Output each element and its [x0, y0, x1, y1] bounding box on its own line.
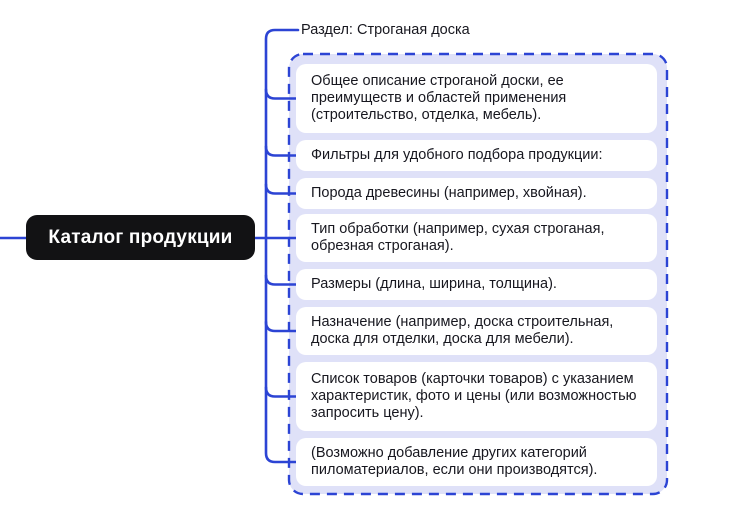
- catalog-item-node[interactable]: (Возможно добавление других категорий пи…: [296, 438, 657, 486]
- branch-item-1: [264, 88, 302, 100]
- catalog-item-text: Размеры (длина, ширина, толщина).: [311, 276, 557, 292]
- catalog-item-node[interactable]: Список товаров (карточки товаров) с указ…: [296, 362, 657, 431]
- branch-item-7: [264, 386, 302, 398]
- branch-item-6: [264, 320, 302, 333]
- branch-item-2: [264, 145, 302, 157]
- branch-item-5: [264, 274, 302, 286]
- catalog-item-node[interactable]: Порода древесины (например, хвойная).: [296, 178, 657, 209]
- branch-item-3: [264, 183, 302, 195]
- catalog-item-text: Тип обработки (например, сухая строганая…: [311, 221, 605, 254]
- trunk-line: [264, 28, 302, 464]
- catalog-item-node[interactable]: Размеры (длина, ширина, толщина).: [296, 269, 657, 300]
- catalog-item-text: (Возможно добавление других категорий пи…: [311, 445, 598, 478]
- root-node[interactable]: Каталог продукции: [26, 215, 255, 260]
- catalog-item-text: Фильтры для удобного подбора продукции:: [311, 147, 603, 163]
- section-label-text: Раздел: Строганая доска: [301, 22, 470, 38]
- catalog-item-node[interactable]: Назначение (например, доска строительная…: [296, 307, 657, 355]
- catalog-item-node[interactable]: Фильтры для удобного подбора продукции:: [296, 140, 657, 171]
- catalog-item-node[interactable]: Общее описание строганой доски, ее преим…: [296, 64, 657, 133]
- catalog-item-text: Порода древесины (например, хвойная).: [311, 185, 587, 201]
- catalog-item-text: Список товаров (карточки товаров) с указ…: [311, 371, 637, 421]
- root-node-label: Каталог продукции: [48, 226, 233, 248]
- catalog-item-text: Назначение (например, доска строительная…: [311, 314, 614, 347]
- catalog-item-text: Общее описание строганой доски, ее преим…: [311, 73, 567, 123]
- catalog-item-node[interactable]: Тип обработки (например, сухая строганая…: [296, 214, 657, 262]
- section-label-node[interactable]: Раздел: Строганая доска: [301, 22, 470, 38]
